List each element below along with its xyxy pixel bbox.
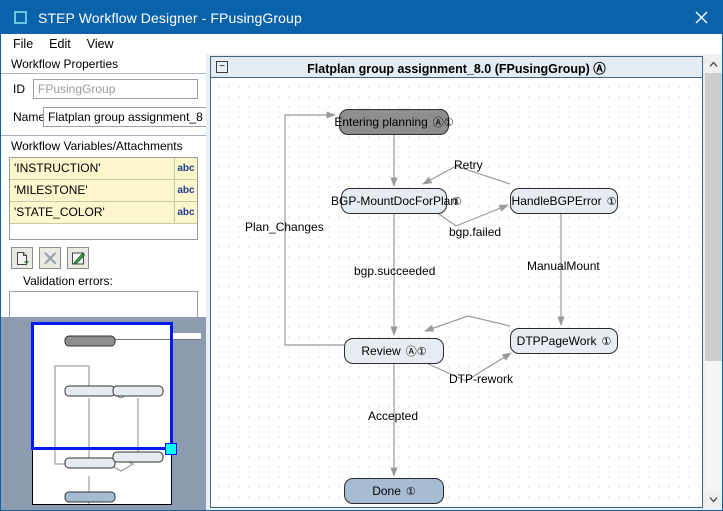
id-input[interactable] — [33, 79, 198, 99]
node-status-icons: ① — [606, 195, 617, 208]
menu-view[interactable]: View — [86, 37, 114, 51]
divider — [1, 135, 206, 136]
name-input[interactable] — [43, 107, 208, 127]
diagram-title: Flatplan group assignment_8.0 (FPusingGr… — [307, 61, 606, 76]
node-handlebgperror[interactable]: HandleBGPError ① — [510, 188, 618, 214]
workflow-variables-title: Workflow Variables/Attachments — [11, 139, 183, 153]
edge-label-accepted: Accepted — [368, 409, 419, 423]
edge-plan-changes — [284, 111, 344, 346]
edge-dtp-rework — [423, 352, 512, 382]
variable-type-abc-icon: abc — [177, 163, 195, 174]
scrollbar-thumb[interactable] — [705, 73, 722, 361]
minimap-diagram — [54, 335, 164, 504]
minimap-viewport[interactable] — [31, 322, 173, 450]
node-label: Review — [361, 344, 401, 358]
table-row[interactable]: 'STATE_COLOR' abc — [10, 202, 197, 224]
node-bgp-mountdocforplan-info-icon: ① — [452, 196, 462, 208]
node-review[interactable]: Review Ⓐ① — [344, 338, 444, 364]
menu-file[interactable]: File — [13, 37, 34, 51]
id-field-row: ID — [1, 76, 206, 102]
scroll-up-button[interactable] — [705, 56, 722, 73]
minimap-panel[interactable] — [1, 317, 206, 510]
node-entering-planning[interactable]: Entering planning Ⓐ① — [334, 109, 454, 135]
node-status-icons: Ⓐ① — [405, 346, 427, 358]
node-bgp-mountdocforplan[interactable]: BGP-MountDocForPlan — [331, 188, 457, 214]
table-empty-row — [10, 224, 197, 239]
id-label: ID — [13, 82, 25, 96]
diagram-frame: − Flatplan group assignment_8.0 (FPusing… — [210, 56, 703, 508]
edge-label-bgp-succeeded: bgp.succeeded — [354, 264, 436, 278]
table-row[interactable]: 'INSTRUCTION' abc — [10, 158, 197, 180]
variable-name: 'STATE_COLOR' — [10, 202, 175, 223]
name-field-row: Name — [1, 104, 208, 130]
close-icon — [695, 11, 707, 24]
node-status-icons: ① — [601, 335, 612, 348]
edit-variable-button[interactable] — [67, 247, 89, 269]
validation-errors-label: Validation errors: — [23, 274, 113, 288]
variable-name: 'INSTRUCTION' — [10, 158, 175, 179]
new-variable-button[interactable] — [11, 247, 33, 269]
minimap-page — [32, 323, 201, 505]
edge-dtp-to-review — [424, 315, 511, 332]
scrollbar-track[interactable] — [705, 73, 722, 491]
edge-label-retry: Retry — [454, 158, 483, 172]
table-row[interactable]: 'MILESTONE' abc — [10, 180, 197, 202]
name-label: Name — [13, 110, 46, 124]
diagram-body[interactable]: Entering planning Ⓐ① BGP-MountDocForPlan… — [211, 78, 702, 507]
variables-table[interactable]: 'INSTRUCTION' abc 'MILESTONE' abc 'STATE… — [9, 157, 198, 240]
node-label: HandleBGPError — [511, 194, 602, 208]
vertical-scrollbar[interactable] — [705, 56, 722, 508]
menu-bar: File Edit View — [1, 34, 722, 55]
node-label: Done — [372, 484, 401, 498]
title-bar: STEP Workflow Designer - FPusingGroup — [1, 1, 722, 34]
variable-name: 'MILESTONE' — [10, 180, 175, 201]
close-button[interactable] — [678, 1, 722, 34]
collapse-toggle-icon[interactable]: − — [216, 61, 228, 73]
node-dtppagework[interactable]: DTPPageWork ① — [510, 328, 618, 354]
node-status-icons: Ⓐ① — [432, 117, 454, 129]
node-done[interactable]: Done ① — [344, 478, 444, 504]
app-logo-icon — [14, 11, 27, 24]
diagram-header: − Flatplan group assignment_8.0 (FPusing… — [211, 57, 702, 78]
edge-label-manualmount: ManualMount — [527, 259, 600, 273]
node-label: Entering planning — [334, 115, 428, 129]
edit-pencil-icon — [71, 252, 85, 265]
variables-toolbar — [11, 247, 206, 269]
menu-edit[interactable]: Edit — [49, 37, 71, 51]
workflow-properties-title: Workflow Properties — [11, 57, 119, 71]
scroll-down-button[interactable] — [705, 491, 722, 508]
minimap-resize-handle[interactable] — [165, 443, 177, 455]
node-label: BGP-MountDocForPlan — [330, 194, 458, 208]
variable-type-abc-icon: abc — [177, 185, 195, 196]
node-label: DTPPageWork — [516, 334, 597, 348]
edge-label-bgp-failed: bgp.failed — [449, 225, 502, 239]
minimap-header — [67, 333, 201, 340]
chevron-down-icon — [709, 497, 718, 503]
left-panel: Workflow Properties ID Name Workflow Var… — [1, 54, 208, 510]
window-title: STEP Workflow Designer - FPusingGroup — [38, 9, 302, 26]
diagram-edges — [284, 111, 565, 477]
delete-x-icon — [43, 251, 56, 264]
chevron-up-icon — [709, 61, 718, 67]
divider — [1, 73, 206, 74]
edge-label-dtp-rework: DTP-rework — [449, 372, 514, 386]
edge-label-plan-changes: Plan_Changes — [245, 220, 324, 234]
diagram-canvas-panel: − Flatplan group assignment_8.0 (FPusing… — [206, 54, 722, 510]
variable-type-abc-icon: abc — [177, 207, 195, 218]
delete-variable-button[interactable] — [39, 247, 61, 269]
new-document-icon — [16, 251, 28, 265]
node-status-icons: ① — [405, 485, 416, 498]
edge-retry — [422, 165, 511, 185]
